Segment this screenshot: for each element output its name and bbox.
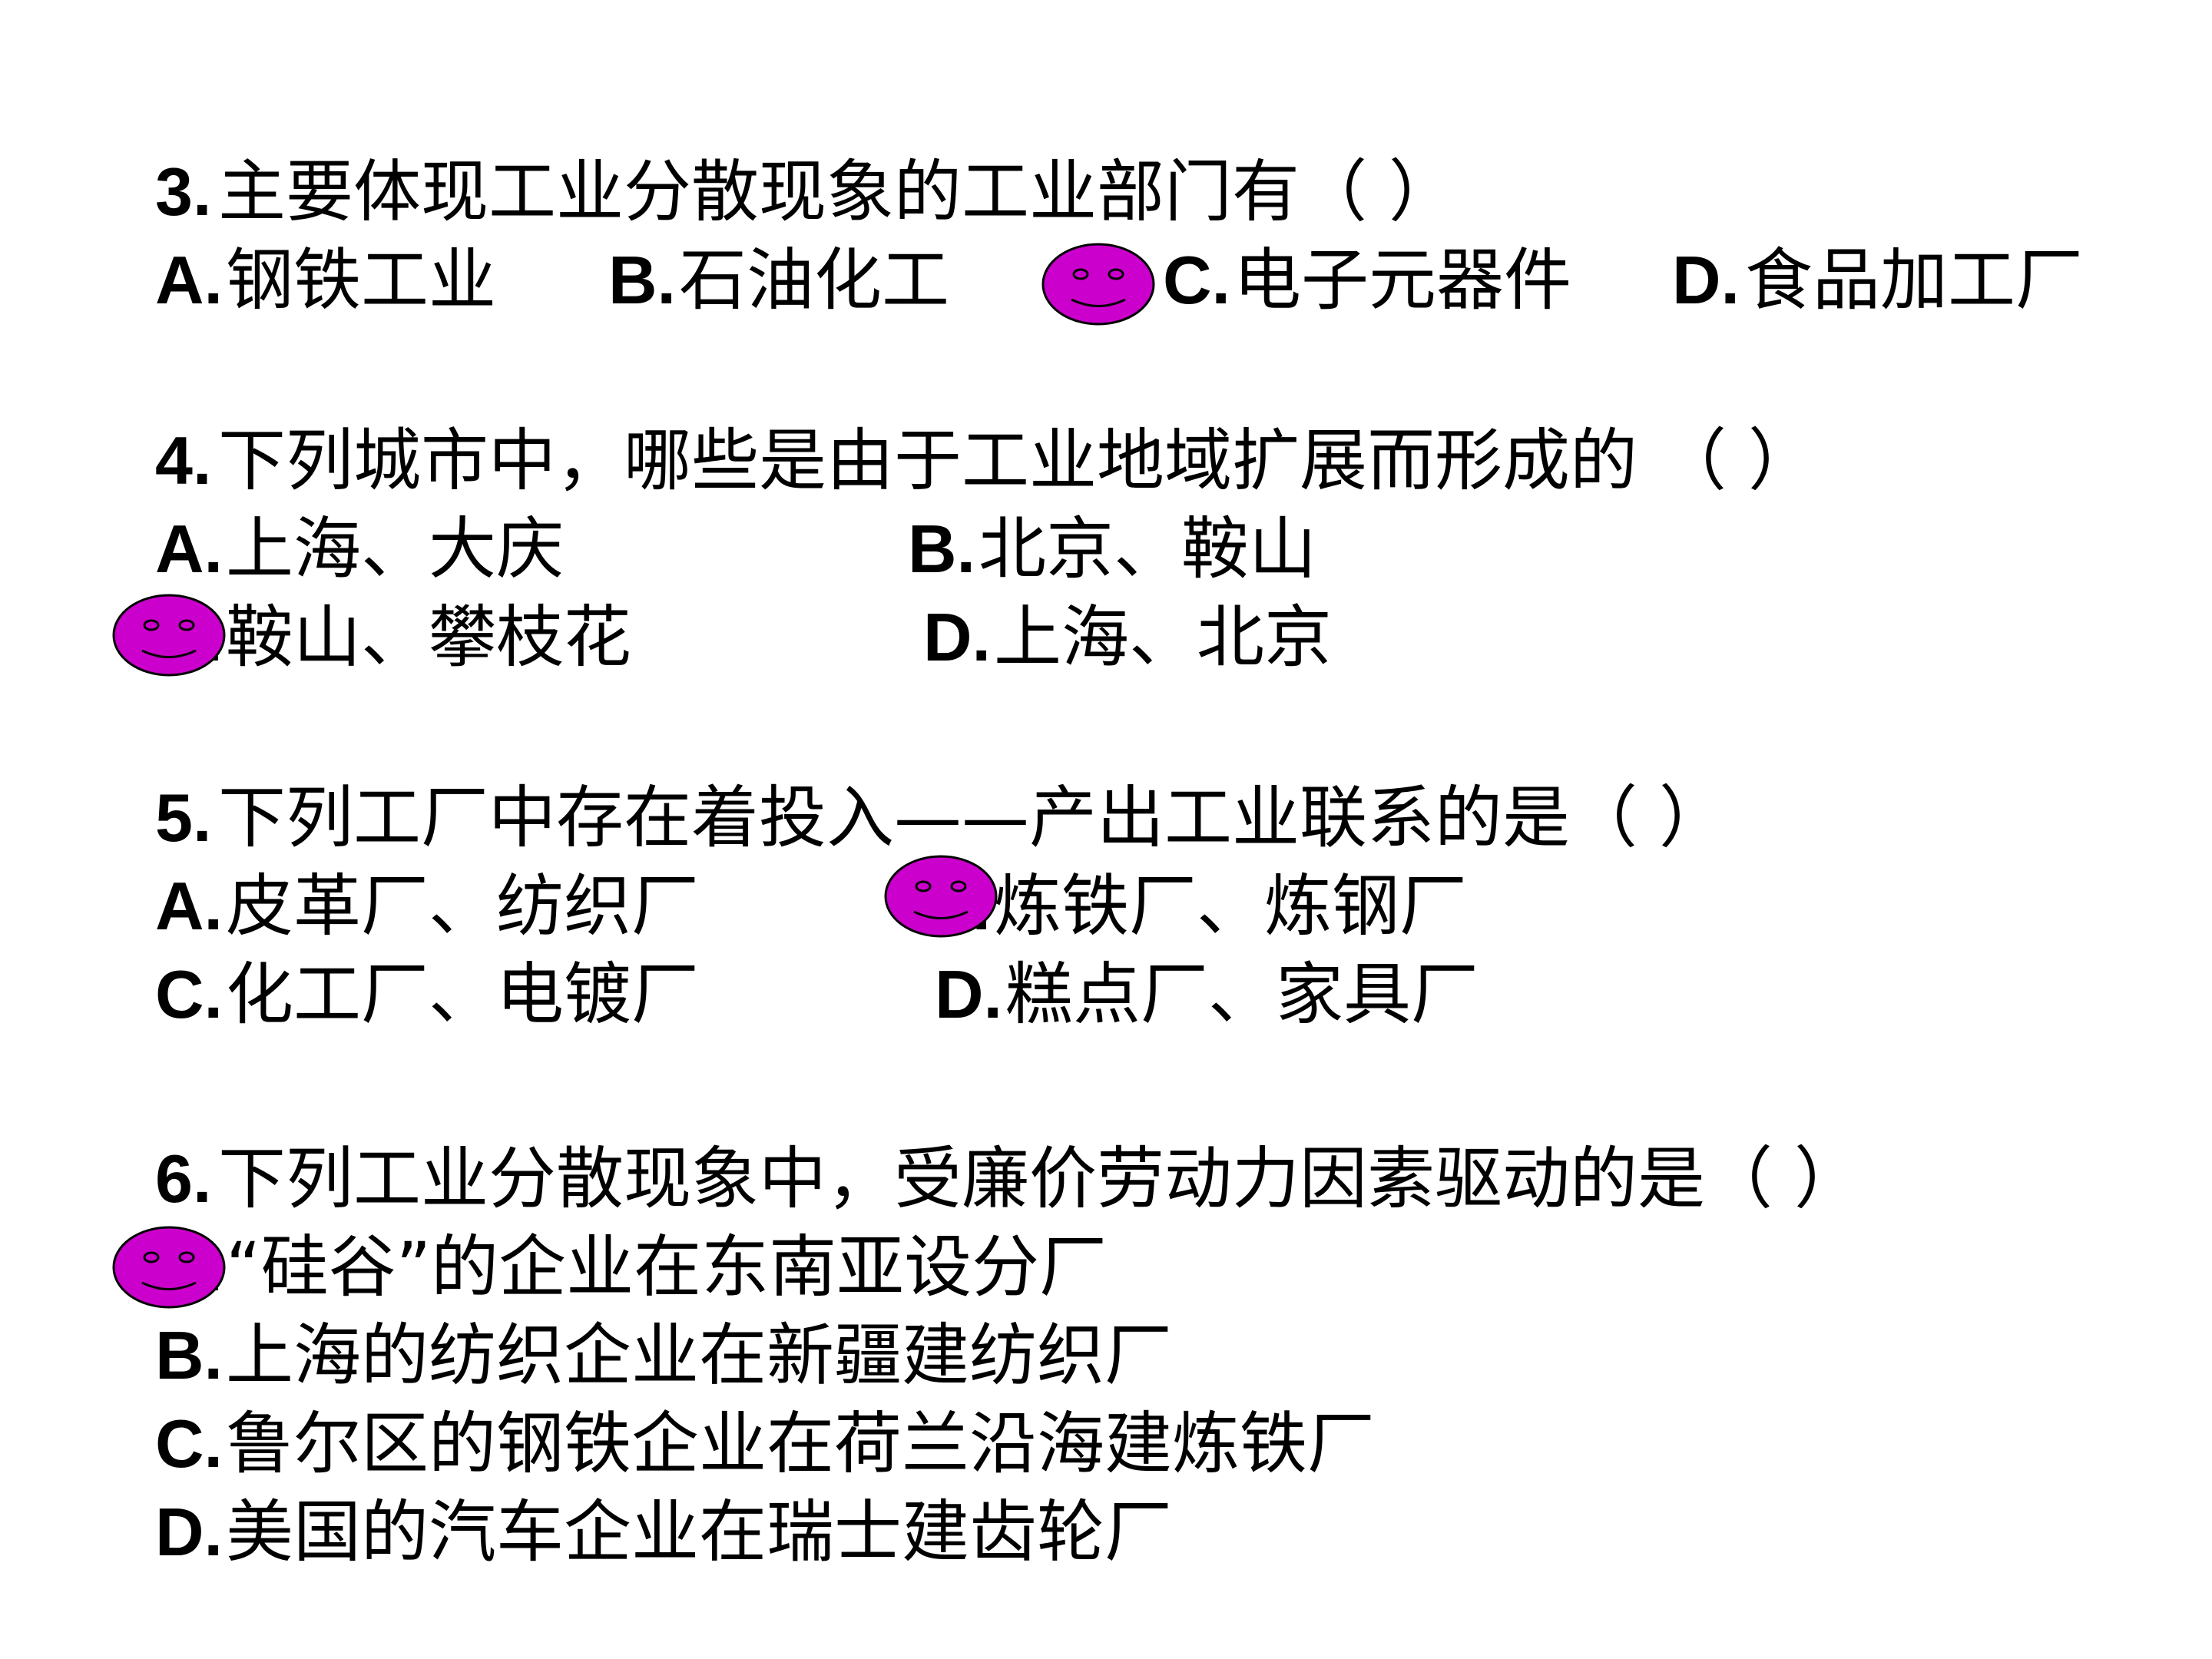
smiley-face-icon bbox=[883, 854, 998, 939]
q4-options-cd: C. 鞍山、攀枝花 D. 上海、北京 bbox=[155, 595, 2152, 680]
q3-option-d-label: D. bbox=[1672, 242, 1740, 318]
q4-options-ab: A. 上海、大庆 B. 北京、鞍山 bbox=[155, 507, 2152, 591]
q3-stem: 3. 主要体现工业分散现象的工业部门有（ ） bbox=[155, 150, 2152, 234]
q5-options-ab: A. 皮革厂、纺织厂 B. 炼铁厂、炼钢厂 bbox=[155, 864, 2152, 949]
q5-option-c-text: 化工厂、电镀厂 bbox=[226, 955, 700, 1034]
q3-option-d-text: 食品加工厂 bbox=[1745, 240, 2084, 320]
q4-number: 4. bbox=[155, 422, 212, 498]
q6-option-b-text: 上海的纺织企业在新疆建纺织厂 bbox=[226, 1316, 1173, 1395]
q3-option-c-cover bbox=[1161, 238, 1545, 323]
q5-option-b-text: 炼铁厂、炼钢厂 bbox=[994, 866, 1468, 945]
q3-option-b-label: B. bbox=[608, 242, 676, 318]
q5-option-a-label: A. bbox=[155, 868, 223, 944]
q4-option-a-label: A. bbox=[155, 511, 223, 587]
q5-option-a-text: 皮革厂、纺织厂 bbox=[226, 866, 700, 945]
q6-number: 6. bbox=[155, 1141, 212, 1217]
q6-option-c-text: 鲁尔区的钢铁企业在荷兰沿海建炼铁厂 bbox=[226, 1404, 1376, 1483]
q5-stem: 5. 下列工厂中存在着投入——产出工业联系的是（ ） bbox=[155, 776, 2152, 860]
q6-stem-text: 下列工业分散现象中，受廉价劳动力因素驱动的是（ ） bbox=[218, 1139, 1862, 1218]
q6-option-b-label: B. bbox=[155, 1317, 223, 1393]
q3-number: 3. bbox=[155, 154, 212, 230]
q6-option-c-label: C. bbox=[155, 1406, 223, 1482]
q6-option-d-text: 美国的汽车企业在瑞士建齿轮厂 bbox=[226, 1492, 1173, 1571]
q3-stem-text: 主要体现工业分散现象的工业部门有（ ） bbox=[218, 152, 1456, 231]
q4-option-d-label: D. bbox=[923, 599, 991, 675]
q5-option-c-label: C. bbox=[155, 956, 223, 1032]
smiley-face-icon bbox=[111, 1225, 227, 1310]
q4-stem: 4. 下列城市中，哪些是由于工业地域扩展而形成的 （ ） bbox=[155, 419, 2152, 503]
q4-option-c-text: 鞍山、攀枝花 bbox=[226, 598, 632, 677]
q6-option-d-label: D. bbox=[155, 1494, 223, 1570]
q3-option-b-text: 石油化工 bbox=[679, 240, 950, 320]
q4-option-d-text: 上海、北京 bbox=[994, 598, 1333, 677]
q5-option-d-label: D. bbox=[935, 956, 1002, 1032]
q6-option-a-text: “硅谷”的企业在东南亚设分厂 bbox=[226, 1227, 1108, 1306]
q6-option-a: A. “硅谷”的企业在东南亚设分厂 bbox=[155, 1225, 2152, 1310]
q3-options: A. 钢铁工业 B. 石油化工 C. 电子元器件 D. 食品加工厂 bbox=[155, 238, 2152, 323]
q4-option-a-text: 上海、大庆 bbox=[226, 509, 565, 588]
q5-number: 5. bbox=[155, 780, 212, 856]
q4-stem-text: 下列城市中，哪些是由于工业地域扩展而形成的 （ ） bbox=[218, 421, 1816, 500]
smiley-face-icon bbox=[1041, 242, 1156, 326]
q6-stem: 6. 下列工业分散现象中，受廉价劳动力因素驱动的是（ ） bbox=[155, 1137, 2152, 1221]
q6-option-b: B. 上海的纺织企业在新疆建纺织厂 bbox=[155, 1313, 2152, 1398]
q6-option-d: D. 美国的汽车企业在瑞士建齿轮厂 bbox=[155, 1490, 2152, 1575]
q3-option-a-label: A. bbox=[155, 242, 223, 318]
q3-option-c-text: 电子元器件 bbox=[1233, 240, 1572, 320]
q4-option-b-text: 北京、鞍山 bbox=[979, 509, 1317, 588]
q5-options-cd: C. 化工厂、电镀厂 D. 糕点厂、家具厂 bbox=[155, 952, 2152, 1037]
q5-stem-text: 下列工厂中存在着投入——产出工业联系的是（ ） bbox=[218, 778, 1727, 857]
q3-option-c-label: C. bbox=[1163, 242, 1230, 318]
q5-option-d-text: 糕点厂、家具厂 bbox=[1005, 955, 1479, 1034]
q3-option-a-text: 钢铁工业 bbox=[226, 240, 497, 320]
q6-option-c: C. 鲁尔区的钢铁企业在荷兰沿海建炼铁厂 bbox=[155, 1402, 2152, 1486]
q4-option-b-label: B. bbox=[908, 511, 975, 587]
smiley-face-icon bbox=[111, 593, 227, 677]
